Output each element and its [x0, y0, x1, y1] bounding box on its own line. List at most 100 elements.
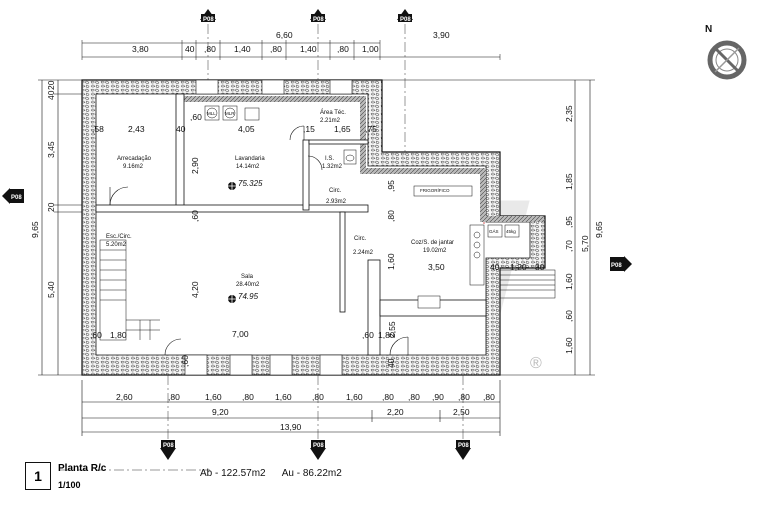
- svg-text:2,50: 2,50: [453, 407, 470, 417]
- svg-text:P08: P08: [203, 17, 214, 23]
- svg-text:2,43: 2,43: [128, 124, 145, 134]
- svg-text:,60: ,60: [190, 210, 200, 222]
- svg-text:,90: ,90: [432, 392, 444, 402]
- svg-text:,80: ,80: [382, 392, 394, 402]
- level-value: 74.95: [238, 292, 259, 301]
- svg-text:40: 40: [46, 90, 56, 100]
- svg-text:9,20: 9,20: [212, 407, 229, 417]
- top-dim: 1,40: [234, 44, 251, 54]
- fixture-label: FRIGORÍFICO: [420, 187, 450, 193]
- section-cut-lines: [60, 24, 464, 471]
- svg-text:N: N: [705, 24, 712, 35]
- svg-text:2,35: 2,35: [564, 105, 574, 122]
- room-area: 2.93m2: [326, 199, 347, 205]
- svg-text:,80: ,80: [386, 210, 396, 222]
- svg-text:5,40: 5,40: [46, 281, 56, 298]
- bottom-dimension-lines: [81, 380, 501, 436]
- svg-text:,80: ,80: [483, 392, 495, 402]
- doors: [109, 125, 409, 356]
- svg-text:,70: ,70: [564, 240, 574, 252]
- level-value: 75.325: [238, 179, 263, 188]
- svg-text:20: 20: [46, 202, 56, 212]
- top-dim-total: 6,60: [276, 30, 293, 40]
- room-area: 1.32m2: [322, 164, 343, 170]
- svg-text:,80: ,80: [168, 392, 180, 402]
- svg-text:,95: ,95: [386, 180, 396, 192]
- svg-text:3,45: 3,45: [46, 141, 56, 158]
- exterior-steps: [499, 269, 556, 299]
- room-name: Esc./Circ.: [106, 234, 132, 240]
- svg-text:1,20: 1,20: [510, 262, 527, 272]
- svg-text:,75: ,75: [365, 124, 377, 134]
- drawing-title: Planta R/c: [58, 463, 107, 474]
- svg-text:,80: ,80: [242, 392, 254, 402]
- north-arrow-icon: N: [705, 24, 747, 80]
- level-marker-icon: [228, 182, 236, 303]
- fixture-label: MLR: [225, 111, 235, 116]
- windows: [184, 79, 353, 376]
- toilet-icon: [343, 149, 357, 165]
- interior-dimensions: ,58 2,43 40 4,05 ,15 1,65 ,75 ,60 2,90 ,…: [90, 112, 545, 368]
- room-name: I.S.: [325, 156, 334, 162]
- svg-text:3,50: 3,50: [428, 262, 445, 272]
- top-dim: 1,00: [362, 44, 379, 54]
- svg-text:P08: P08: [163, 443, 174, 449]
- drawing-number: 1: [25, 462, 51, 490]
- svg-text:1,85: 1,85: [564, 173, 574, 190]
- stairs: [99, 239, 160, 341]
- svg-text:,60: ,60: [362, 330, 374, 340]
- svg-text:40: 40: [176, 124, 186, 134]
- gross-area: Ab - 122.57m2: [200, 468, 266, 479]
- svg-text:1,65: 1,65: [334, 124, 351, 134]
- svg-text:5,70: 5,70: [580, 235, 590, 252]
- right-dimension-lines: [382, 79, 595, 376]
- svg-text:40: 40: [386, 358, 396, 368]
- room-name: Área Téc.: [320, 109, 346, 116]
- area-summary: Ab - 122.57m2 Au - 86.22m2: [200, 468, 342, 479]
- laundry-machines: [204, 105, 260, 121]
- svg-text:,60: ,60: [180, 355, 190, 367]
- room-name: Coz/S. de jantar: [411, 240, 454, 246]
- left-dim-total: 9,65: [30, 221, 40, 238]
- room-area: 5.20m2: [106, 242, 127, 248]
- svg-text:40: 40: [490, 262, 500, 272]
- room-name: Circ.: [329, 188, 342, 194]
- svg-text:30: 30: [535, 262, 545, 272]
- room-area: 14.14m2: [236, 164, 260, 170]
- top-dim: 40: [185, 44, 195, 54]
- svg-text:1,60: 1,60: [564, 337, 574, 354]
- svg-text:,60: ,60: [190, 112, 202, 122]
- right-dim-total: 9,65: [594, 221, 604, 238]
- fixture-label: 45kg: [506, 229, 516, 234]
- svg-text:P08: P08: [313, 17, 324, 23]
- svg-text:P08: P08: [611, 263, 622, 269]
- section-marker-right: P08: [610, 256, 632, 272]
- section-marker-top: P08 P08 P08: [200, 9, 413, 23]
- room-name: Circ.: [354, 236, 367, 242]
- top-dimension-lines: [81, 40, 501, 60]
- svg-text:2,90: 2,90: [190, 157, 200, 174]
- top-dim: 3,90: [433, 30, 450, 40]
- svg-text:1,60: 1,60: [386, 253, 396, 270]
- svg-text:13,90: 13,90: [280, 422, 302, 432]
- svg-text:,58: ,58: [92, 124, 104, 134]
- left-dimension-lines: [38, 79, 82, 376]
- top-dim: ,80: [204, 44, 216, 54]
- svg-text:2,60: 2,60: [116, 392, 133, 402]
- svg-text:2,55: 2,55: [387, 321, 397, 338]
- section-marker-bottom: P08 P08 P08: [160, 440, 471, 460]
- svg-text:P08: P08: [11, 195, 22, 201]
- svg-text:,15: ,15: [303, 124, 315, 134]
- room-name: Arrecadação: [117, 156, 152, 162]
- kitchen-counter: [413, 185, 520, 309]
- room-area: 28.40m2: [236, 282, 260, 288]
- top-dim: 3,80: [132, 44, 149, 54]
- top-dim: ,80: [337, 44, 349, 54]
- svg-text:4,20: 4,20: [190, 281, 200, 298]
- svg-text:1,60: 1,60: [205, 392, 222, 402]
- svg-text:,80: ,80: [408, 392, 420, 402]
- svg-text:,60: ,60: [90, 330, 102, 340]
- svg-text:20: 20: [46, 80, 56, 90]
- svg-text:,80: ,80: [458, 392, 470, 402]
